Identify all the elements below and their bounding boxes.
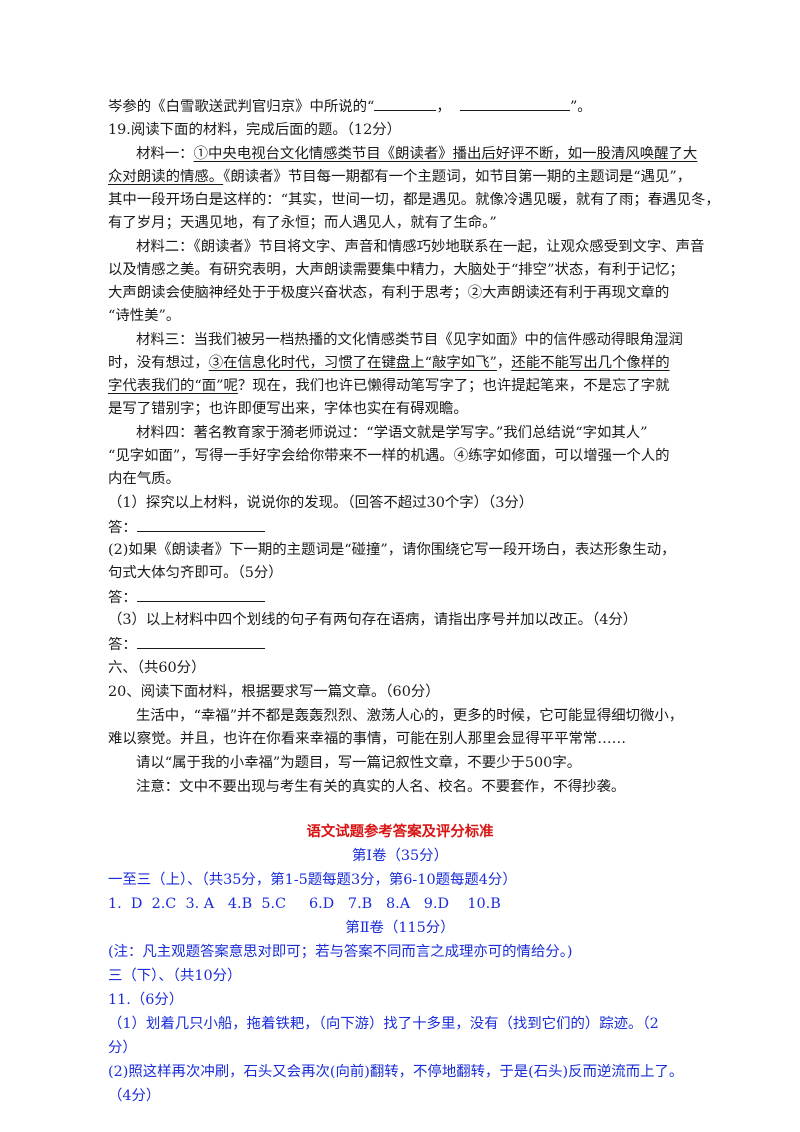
m2-line1: 材料二：《朗读者》节目将文字、声音和情感巧妙地联系在一起，让观众感受到文字、声音 xyxy=(136,239,705,255)
q19-heading: 19.阅读下面的材料，完成后面的题。（12分） xyxy=(108,122,402,138)
q18-tail-text: 岑参的《白雪歌送武判官归京》中所说的“ xyxy=(108,99,375,115)
sub-question-3: （3）以上材料中四个划线的句子有两句存在语病，请指出序号并加以改正。（4分） xyxy=(108,612,638,628)
m2-line2: 以及情感之美。有研究表明，大声朗读需要集中精力，大脑处于“排空”状态，有利于记忆… xyxy=(108,262,684,278)
underlined-sentence-1: ①中央电视台文化情感类节目《朗读者》播出后好评不断，如一股清风唤醒了大 xyxy=(193,146,698,162)
m1-line2: 众对朗读的情感。《朗读者》节目每一期都有一个主题词，如节目第一期的主题词是“遇见… xyxy=(108,167,691,187)
m3-line2: 时，没有想过，③在信息化时代，习惯了在键盘上“敲字如飞”，还能不能写出几个像样的 xyxy=(108,353,670,373)
q18-tail-line: 岑参的《白雪歌送武判官归京》中所说的“ ， ”。 xyxy=(108,96,592,117)
vol2-heading: 第Ⅱ卷（115分） xyxy=(345,920,455,936)
sub-question-2-line2: 句式大体匀齐即可。（5分） xyxy=(108,565,283,581)
m1-line1: 材料一：①中央电视台文化情感类节目《朗读者》播出后好评不断，如一股清风唤醒了大 xyxy=(136,144,697,164)
m4-line1: 材料四：著名教育家于漪老师说过：“学语文就是学写字。”我们总结说“字如其人” xyxy=(136,425,648,441)
m1-label: 材料一： xyxy=(136,146,194,162)
answer-label: 答： xyxy=(108,637,137,653)
q20-p2: 请以“属于我的小幸福”为题目，写一篇记叙性文章，不要少于500字。 xyxy=(136,755,582,771)
answer-2-blank[interactable] xyxy=(136,587,265,602)
m1-line4: 有了岁月；天遇见地，有了永恒；而人遇见人，就有了生命。” xyxy=(108,215,497,231)
answer-1-line: 答： xyxy=(108,517,265,538)
vol1-heading: 第Ⅰ卷（35分） xyxy=(352,848,448,864)
m2-line3: 大声朗读会使脑神经处于于极度兴奋状态，有利于思考；②大声朗读还有利于再现文章的 xyxy=(108,285,670,301)
q20-p3: 注意：文中不要出现与考生有关的真实的人名、校名。不要套作，不得抄袭。 xyxy=(136,779,626,795)
answer-keys: 1. D 2.C 3. A 4.B 5.C 6.D 7.B 8.A 9.D 10… xyxy=(108,896,501,912)
q20-p1-line2: 难以察觉。并且，也许在你看来幸福的事情，可能在别人那里会显得平平常常…… xyxy=(108,731,627,747)
m4-line3: 内在气质。 xyxy=(108,471,180,487)
answer-label: 答： xyxy=(108,590,137,606)
m4-line2: “见字如面”，写得一手好字会给你带来不一样的机遇。④练字如修面，可以增强一个人的 xyxy=(108,448,670,464)
q20-heading: 20、阅读下面材料，根据要求写一篇文章。（60分） xyxy=(108,684,440,700)
q11-a2-line1: (2)照这样再次冲刷，石头又会再次(向前)翻转，不停地翻转，于是(石头)反而逆流… xyxy=(108,1064,684,1080)
answer-label: 答： xyxy=(108,520,137,536)
q11-heading: 11.（6分） xyxy=(108,992,184,1008)
q20-p1-line1: 生活中，“幸福”并不都是轰轰烈烈、激荡人心的，更多的时候，它可能显得细切微小， xyxy=(136,708,684,724)
underlined-sentence-3: ③在信息化时代，习惯了在键盘上“敲字如飞” xyxy=(208,355,497,371)
m3-comma: ， xyxy=(496,355,512,371)
q18-end: ”。 xyxy=(569,99,592,115)
q11-a1-line1: （1）划着几只小船，拖着铁耙，（向下游）找了十多里，没有（找到它们的）踪迹。（2 xyxy=(108,1016,659,1032)
sub-question-1: （1）探究以上材料，说说你的发现。（回答不超过30个字）（3分） xyxy=(108,495,534,511)
underlined-sentence-3b: 还能不能写出几个像样的 xyxy=(511,355,670,371)
answer-3-line: 答： xyxy=(108,634,265,655)
q11-a2-line2: （4分） xyxy=(108,1088,161,1104)
answer-2-line: 答： xyxy=(108,587,265,608)
m1-line2-rest: 《朗读者》节目每一期都有一个主题词，如节目第一期的主题词是“遇见”， xyxy=(223,169,692,185)
scoring-note: (注：凡主观题答案意思对即可；若与答案不同而言之成理亦可的情给分。) xyxy=(108,944,573,960)
m2-line4: “诗性美”。 xyxy=(108,308,181,324)
m3-line3: 字代表我们的“面”呢？现在，我们也许已懒得动笔写字了；也许提起笔来，不是忘了字就 xyxy=(108,376,670,396)
answer-1-blank[interactable] xyxy=(136,517,265,532)
m3-line3-rest: ？现在，我们也许已懒得动笔写字了；也许提起笔来，不是忘了字就 xyxy=(237,378,670,394)
m3-line4: 是写了错别字；也许即便写出来，字体也实在有碍观瞻。 xyxy=(108,401,468,417)
m3-line1: 材料三：当我们被另一档热播的文化情感类节目《见字如面》中的信件感动得眼角湿润 xyxy=(136,332,683,348)
underlined-sentence-3c: 字代表我们的“面”呢 xyxy=(108,378,238,394)
q18-sep: ， xyxy=(436,99,451,115)
underlined-sentence-1-cont: 众对朗读的情感。 xyxy=(108,169,224,185)
blank-2[interactable] xyxy=(459,96,570,111)
section6-heading: 六、（共60分） xyxy=(108,660,206,676)
sub-question-2-line1: (2)如果《朗读者》下一期的主题词是“碰撞”，请你围绕它写一段开场白，表达形象生… xyxy=(108,542,676,558)
m1-line3: 其中一段开场白是这样的：“其实，世间一切，都是遇见。就像冷遇见暖，就有了雨；春遇… xyxy=(108,192,720,208)
part1-heading: 一至三（上）、（共35分，第1-5题每题3分，第6-10题每题4分） xyxy=(108,872,517,888)
m3-line2-pre: 时，没有想过， xyxy=(108,355,209,371)
answers-title: 语文试题参考答案及评分标准 xyxy=(306,823,494,840)
part3-heading: 三（下）、（共10分） xyxy=(108,968,242,984)
answer-3-blank[interactable] xyxy=(136,634,265,649)
q11-a1-line2: 分） xyxy=(108,1040,137,1056)
blank-1[interactable] xyxy=(374,96,437,111)
